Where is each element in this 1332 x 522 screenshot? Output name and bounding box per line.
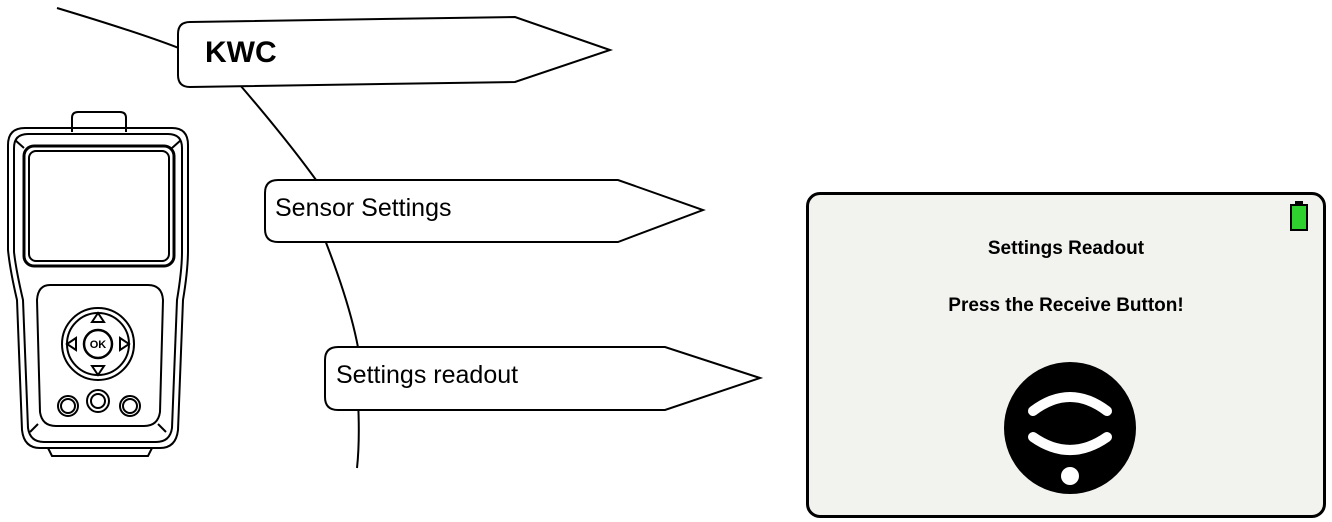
device-bottom-foot [47, 447, 153, 457]
handheld-device [7, 111, 189, 457]
device-body-inner [13, 133, 183, 443]
battery-full-icon [1290, 201, 1308, 231]
receive-signal-icon[interactable] [1001, 359, 1139, 497]
screen-title: Settings Readout [987, 238, 1145, 259]
tag-kwc-label: KWC [205, 36, 277, 69]
connector-curve [56, 7, 363, 469]
device-right-arrow [119, 336, 131, 352]
device-right-button [119, 395, 141, 417]
tag-settings-readout-shape [324, 346, 764, 411]
device-up-arrow [90, 311, 106, 323]
screen-panel: Settings Readout Press the Receive Butto… [806, 192, 1326, 518]
device-dpad-ring [61, 307, 135, 381]
device-power-button [86, 389, 110, 413]
device-left-button [57, 395, 79, 417]
device-top-clip [71, 111, 127, 132]
device-left-arrow [65, 336, 77, 352]
device-ok-label: OK [90, 339, 107, 351]
device-keypad-panel [35, 284, 165, 427]
device-down-arrow [90, 365, 106, 377]
tag-settings-readout-label: Settings readout [336, 361, 519, 389]
screen-prompt: Press the Receive Button! [948, 295, 1184, 316]
tag-sensor-settings-shape [264, 179, 706, 243]
tag-kwc-shape [177, 15, 614, 89]
device-body-outline [7, 127, 189, 449]
tag-sensor-settings-label: Sensor Settings [275, 194, 452, 222]
device-ok-button [82, 328, 114, 360]
device-screen [22, 144, 176, 268]
